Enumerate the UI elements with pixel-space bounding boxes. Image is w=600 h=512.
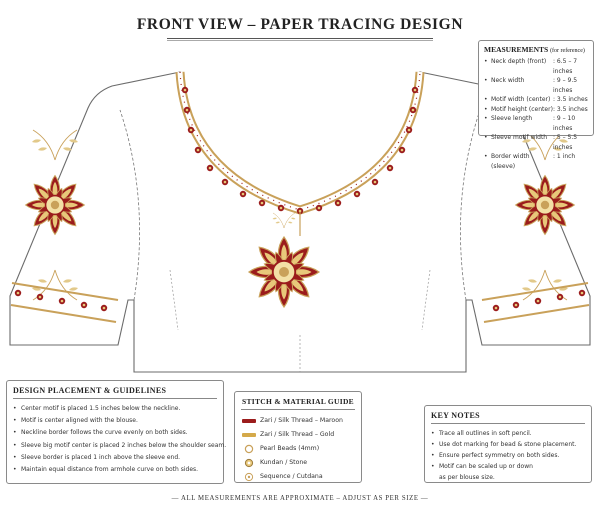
stitch-label: Sequence / Cutdana xyxy=(260,473,323,480)
key-note-item: •Use dot marking for bead & stone placem… xyxy=(431,441,577,448)
guideline-item: •Maintain equal distance from armhole cu… xyxy=(13,466,199,474)
stitch-label: Pearl Beads (4mm) xyxy=(260,445,320,452)
center-motif xyxy=(249,237,319,307)
gold-thread-icon xyxy=(241,430,257,440)
measurements-note: (for reference) xyxy=(550,48,585,54)
key-note-text: Trace all outlines in soft pencil. xyxy=(439,430,532,437)
key-note-continuation: as per blouse size. xyxy=(431,472,585,483)
measurements-panel: MEASUREMENTS (for reference) •Neck depth… xyxy=(478,40,594,170)
stitch-item: Zari / Silk Thread – Gold xyxy=(241,428,355,442)
measurement-label: Neck width xyxy=(491,77,525,84)
measurement-value: : 5 – 5.5 inches xyxy=(553,134,578,151)
stitch-item: Zari / Silk Thread – Maroon xyxy=(241,414,355,428)
measurement-value: : 6.5 – 7 inches xyxy=(553,58,578,75)
measurement-row: •Neck width: 9 – 9.5 inches xyxy=(484,76,588,95)
left-sleeve-border xyxy=(10,282,119,323)
measurements-heading: MEASUREMENTS (for reference) xyxy=(484,45,588,54)
measurement-label: Sleeve motif width xyxy=(491,134,548,141)
stitch-label: Kundan / Stone xyxy=(260,459,308,466)
measurement-row: •Border width (sleeve): 1 inch xyxy=(484,152,588,171)
key-notes-divider xyxy=(431,423,585,424)
key-note-item: •Motif can be scaled up or down xyxy=(431,463,533,470)
sequence-icon xyxy=(241,472,257,482)
guidelines-divider xyxy=(13,398,217,399)
guideline-text: Sleeve big motif center is placed 2 inch… xyxy=(21,441,227,449)
right-sleeve-motif xyxy=(516,176,575,235)
guidelines-heading: DESIGN PLACEMENT & GUIDELINES xyxy=(13,386,167,395)
title-underline-secondary xyxy=(167,40,433,41)
measurement-row: •Sleeve motif width: 5 – 5.5 inches xyxy=(484,133,588,152)
guideline-item: •Motif is center aligned with the blouse… xyxy=(13,417,138,425)
guideline-item: •Sleeve big motif center is placed 2 inc… xyxy=(13,441,227,449)
stitch-label: Zari / Silk Thread – Gold xyxy=(260,431,335,438)
stitch-guide-divider xyxy=(241,409,355,410)
guidelines-panel: DESIGN PLACEMENT & GUIDELINES •Center mo… xyxy=(6,380,227,484)
page-title: FRONT VIEW – PAPER TRACING DESIGN xyxy=(136,16,464,33)
maroon-thread-icon xyxy=(241,416,257,426)
kundan-stone-icon xyxy=(241,458,257,468)
measurements-list: •Neck depth (front): 6.5 – 7 inches •Nec… xyxy=(484,57,588,171)
measurement-value: : 1 inch xyxy=(553,153,576,160)
key-note-text: Ensure perfect symmetry on both sides. xyxy=(439,452,560,459)
key-note-text: as per blouse size. xyxy=(439,474,495,481)
key-notes-heading: KEY NOTES xyxy=(431,411,480,420)
stitch-item: Kundan / Stone xyxy=(241,456,355,470)
stitch-item: Sequence / Cutdana xyxy=(241,470,355,484)
measurement-label: Motif height (center) xyxy=(491,105,553,113)
guideline-text: Center motif is placed 1.5 inches below … xyxy=(21,405,181,412)
measurement-value: : 9 – 10 inches xyxy=(553,115,576,132)
measurement-value: : 3.5 inches xyxy=(553,105,588,113)
key-notes-panel: KEY NOTES •Trace all outlines in soft pe… xyxy=(424,405,592,483)
stitch-item: Pearl Beads (4mm) xyxy=(241,442,355,456)
stitch-label: Zari / Silk Thread – Maroon xyxy=(260,417,343,424)
measurement-value: : 3.5 inches xyxy=(553,96,588,103)
measurement-label: Motif width (center) xyxy=(491,96,551,103)
guideline-text: Neckline border follows the curve evenly… xyxy=(21,429,188,437)
measurement-value: : 9 – 9.5 inches xyxy=(553,77,578,94)
measurement-label: Neck depth (front) xyxy=(491,58,547,65)
guideline-item: •Neckline border follows the curve evenl… xyxy=(13,429,188,437)
key-note-text: Use dot marking for bead & stone placeme… xyxy=(439,441,577,448)
key-note-item: •Trace all outlines in soft pencil. xyxy=(431,430,532,437)
measurement-label: Border width (sleeve) xyxy=(491,153,530,170)
guideline-text: Sleeve border is placed 1 inch above the… xyxy=(21,453,181,461)
footer-note: — ALL MEASUREMENTS ARE APPROXIMATE – ADJ… xyxy=(171,495,429,502)
key-note-text: Motif can be scaled up or down xyxy=(439,463,533,470)
key-note-item: •Ensure perfect symmetry on both sides. xyxy=(431,452,560,459)
stitch-guide-heading: STITCH & MATERIAL GUIDE xyxy=(242,397,354,406)
guideline-item: •Center motif is placed 1.5 inches below… xyxy=(13,405,181,412)
guideline-text: Motif is center aligned with the blouse. xyxy=(21,417,138,425)
measurement-row: •Motif height (center): 3.5 inches xyxy=(484,105,588,113)
measurement-row: •Sleeve length: 9 – 10 inches xyxy=(484,114,588,133)
measurements-title: MEASUREMENTS xyxy=(484,45,549,54)
left-sleeve-motif xyxy=(26,176,85,235)
pearl-bead-icon xyxy=(241,444,257,454)
guideline-item: •Sleeve border is placed 1 inch above th… xyxy=(13,453,181,461)
right-sleeve-border xyxy=(481,282,590,323)
measurement-row: •Neck depth (front): 6.5 – 7 inches xyxy=(484,57,588,76)
measurement-label: Sleeve length xyxy=(491,115,533,122)
stitch-guide-panel: STITCH & MATERIAL GUIDE Zari / Silk Thre… xyxy=(234,391,362,483)
measurement-row: •Motif width (center): 3.5 inches xyxy=(484,96,588,103)
guideline-text: Maintain equal distance from armhole cur… xyxy=(21,466,199,474)
title-underline xyxy=(167,38,433,39)
